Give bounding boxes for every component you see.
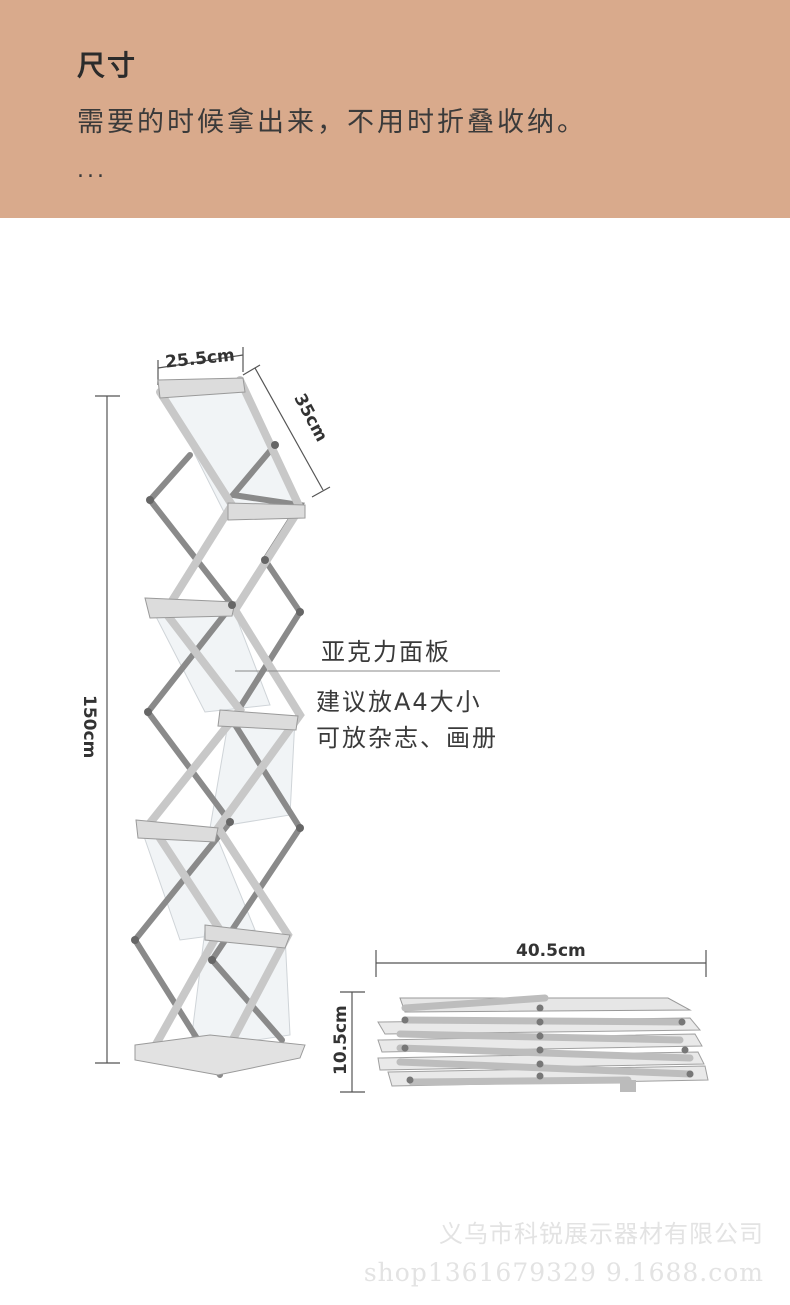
- ellipsis: ...: [77, 158, 107, 183]
- callout-line1: 建议放A4大小: [316, 688, 482, 716]
- depth-dimension: [242, 364, 331, 498]
- depth-label: 35cm: [289, 390, 331, 445]
- height-label: 150cm: [79, 695, 99, 758]
- product-illustration: 25.5cm 35cm 150cm: [79, 345, 709, 1093]
- callout-line2: 可放杂志、画册: [316, 724, 498, 752]
- page-title: 尺寸: [77, 49, 138, 82]
- width-label: 25.5cm: [164, 345, 235, 372]
- standing-rack: [131, 376, 306, 1078]
- watermark-company: 义乌市科锐展示器材有限公司: [439, 1220, 764, 1248]
- height-dimension: [95, 395, 120, 1064]
- folded-height-dimension: [340, 991, 365, 1093]
- folded-width-dimension: [375, 950, 707, 977]
- header-banner: 尺寸 需要的时候拿出来，不用时折叠收纳。 ...: [0, 0, 790, 218]
- watermark-url: shop1361679329 9.1688.com: [363, 1258, 764, 1287]
- folded-rack: [377, 994, 709, 1092]
- page-subtitle: 需要的时候拿出来，不用时折叠收纳。: [77, 107, 587, 138]
- folded-height-label: 10.5cm: [331, 1005, 351, 1075]
- folded-width-label: 40.5cm: [516, 941, 586, 961]
- callout-panel: 亚克力面板: [321, 638, 451, 666]
